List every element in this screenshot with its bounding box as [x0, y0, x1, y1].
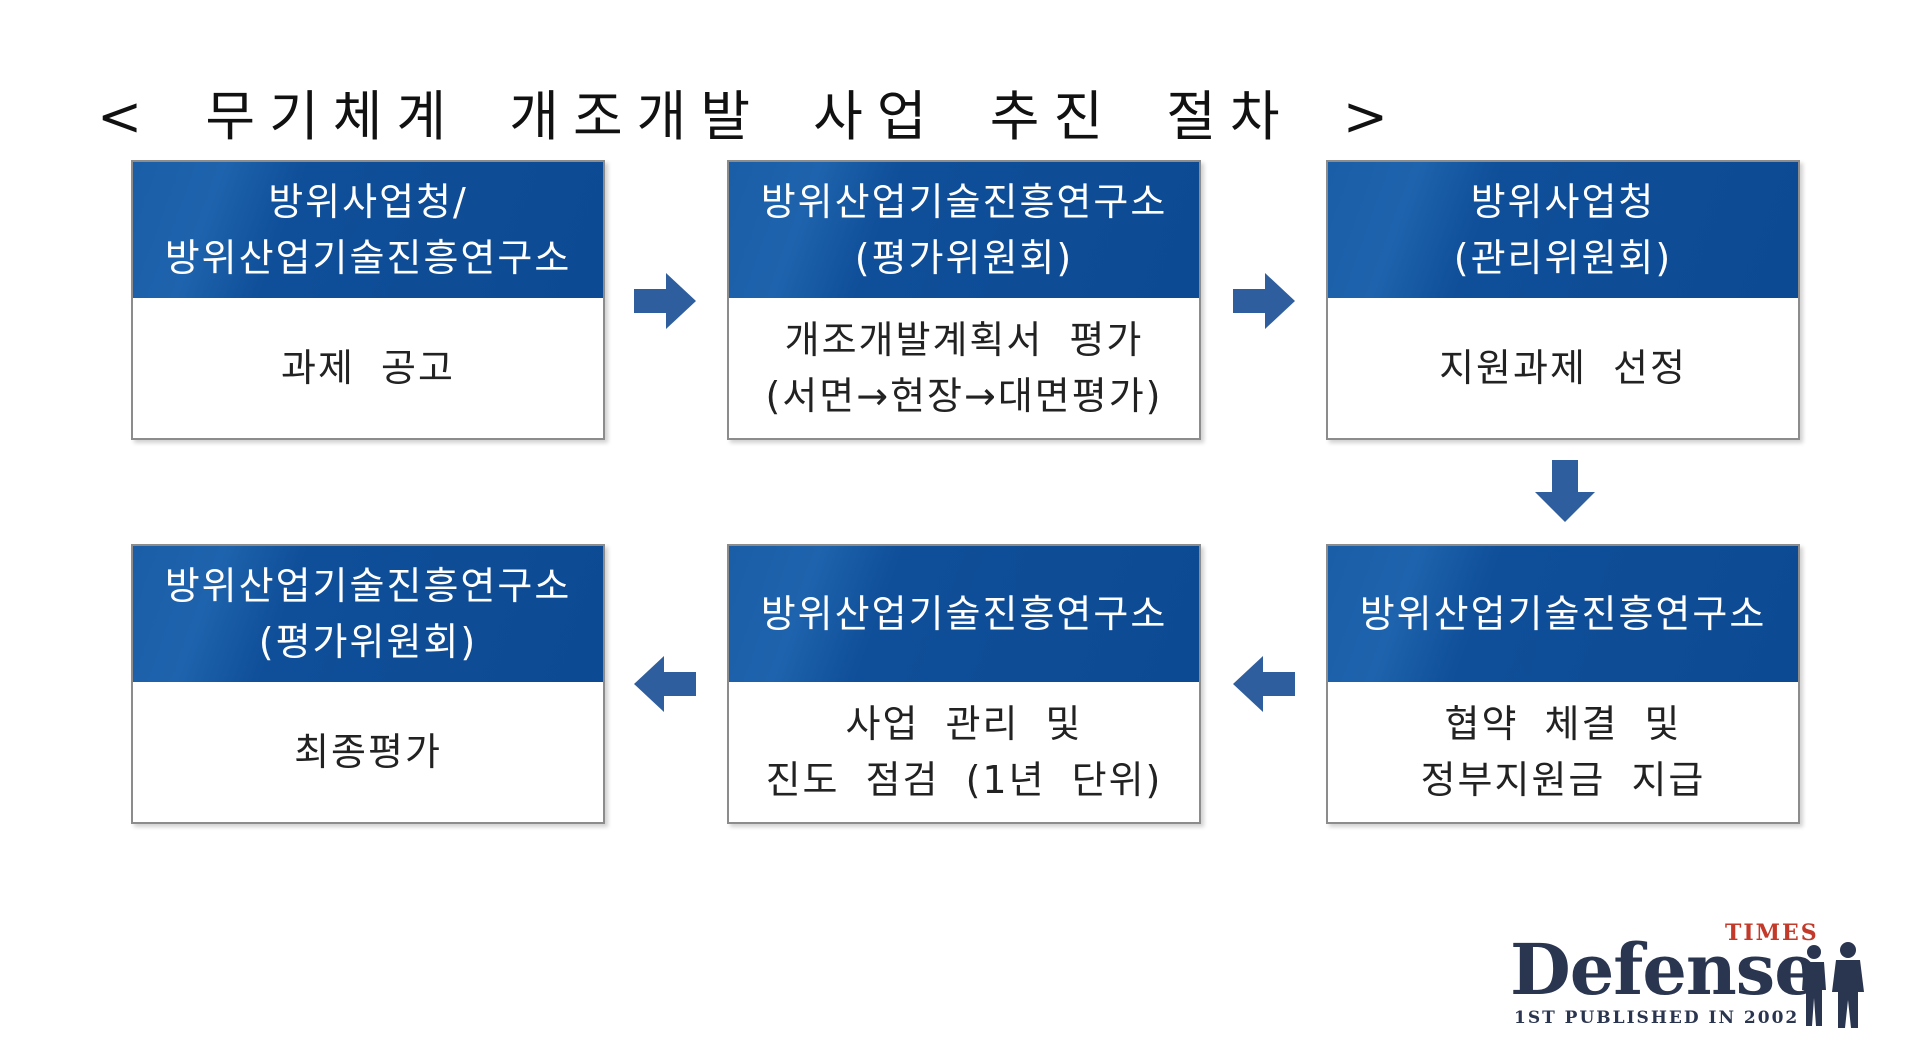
step-body: 협약 체결 및 정부지원금 지급	[1328, 682, 1798, 822]
logo-name-text: Defense	[1510, 928, 1819, 1011]
step-box-4: 방위산업기술진흥연구소 협약 체결 및 정부지원금 지급	[1326, 544, 1800, 824]
step-header-line: 방위산업기술진흥연구소	[760, 592, 1168, 636]
step-header-line: 방위산업기술진흥연구소	[164, 564, 572, 608]
step-header-line: 방위산업기술진흥연구소	[164, 236, 572, 280]
diagram-title: < 무기체계 개조개발 사업 추진 절차 >	[97, 85, 1403, 148]
step-header-line: 방위사업청/	[268, 180, 468, 224]
logo-times-text: TIMES	[1725, 920, 1819, 946]
step-body: 사업 관리 및 진도 점검 (1년 단위)	[729, 682, 1199, 822]
step-body-line: 협약 체결 및	[1444, 702, 1682, 746]
step-header-line: 방위산업기술진흥연구소	[1359, 592, 1767, 636]
step-header-line: (관리위원회)	[1453, 236, 1673, 280]
step-body-line: 진도 점검 (1년 단위)	[765, 758, 1163, 802]
step-header: 방위산업기술진흥연구소	[729, 546, 1199, 682]
step-header-line: (평가위원회)	[258, 620, 478, 664]
step-header-line: (평가위원회)	[854, 236, 1074, 280]
step-box-3: 방위사업청 (관리위원회) 지원과제 선정	[1326, 160, 1800, 440]
step-body-line: (서면→현장→대면평가)	[765, 374, 1163, 418]
step-box-1: 방위사업청/ 방위산업기술진흥연구소 과제 공고	[131, 160, 605, 440]
step-body-line: 최종평가	[294, 730, 442, 774]
step-header: 방위사업청 (관리위원회)	[1328, 162, 1798, 298]
step-body: 개조개발계획서 평가 (서면→현장→대면평가)	[729, 298, 1199, 438]
arrow-down-icon	[1535, 460, 1595, 522]
step-header: 방위산업기술진흥연구소 (평가위원회)	[729, 162, 1199, 298]
step-body: 과제 공고	[133, 298, 603, 438]
step-header-line: 방위산업기술진흥연구소	[760, 180, 1168, 224]
step-body-line: 지원과제 선정	[1439, 346, 1687, 390]
soldiers-icon	[1802, 942, 1864, 1028]
step-box-2: 방위산업기술진흥연구소 (평가위원회) 개조개발계획서 평가 (서면→현장→대면…	[727, 160, 1201, 440]
step-body-line: 정부지원금 지급	[1420, 758, 1706, 802]
step-header: 방위사업청/ 방위산업기술진흥연구소	[133, 162, 603, 298]
step-body: 지원과제 선정	[1328, 298, 1798, 438]
step-body: 최종평가	[133, 682, 603, 822]
logo-tagline-text: 1ST PUBLISHED IN 2002	[1514, 1008, 1800, 1028]
step-header: 방위산업기술진흥연구소	[1328, 546, 1798, 682]
step-box-5: 방위산업기술진흥연구소 사업 관리 및 진도 점검 (1년 단위)	[727, 544, 1201, 824]
step-body-line: 과제 공고	[281, 346, 455, 390]
arrow-left-icon	[1233, 656, 1295, 712]
arrow-left-icon	[634, 656, 696, 712]
step-header: 방위산업기술진흥연구소 (평가위원회)	[133, 546, 603, 682]
step-body-line: 사업 관리 및	[845, 702, 1083, 746]
arrow-right-icon	[1233, 273, 1295, 329]
arrow-right-icon	[634, 273, 696, 329]
step-header-line: 방위사업청	[1470, 180, 1656, 224]
step-body-line: 개조개발계획서 평가	[784, 318, 1144, 362]
step-box-6: 방위산업기술진흥연구소 (평가위원회) 최종평가	[131, 544, 605, 824]
defense-times-logo: TIMES Defense 1ST PUBLISHED IN 2002	[1510, 920, 1910, 1040]
